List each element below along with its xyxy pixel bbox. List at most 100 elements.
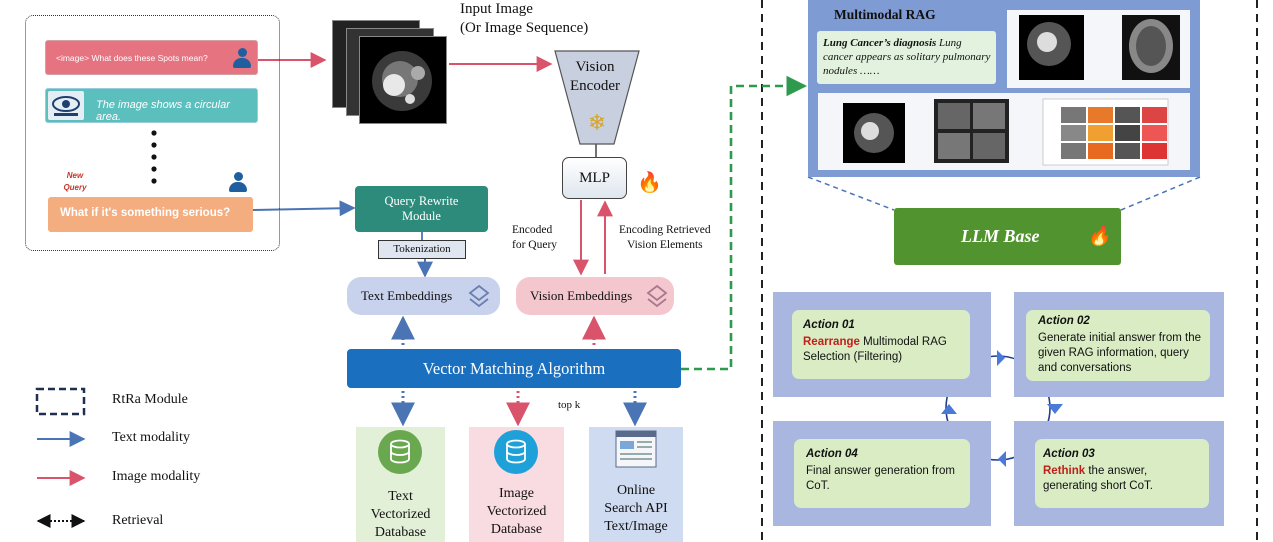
rag-scan-strip (843, 98, 1169, 166)
db1-label: Text Vectorized Database (356, 488, 445, 542)
fire-icon: 🔥 (637, 172, 662, 194)
mlp-label: MLP (579, 170, 610, 186)
action-01-highlight: Rearrange (803, 336, 860, 348)
new-query-bubble: What if it's something serious? (48, 197, 253, 232)
legend-text-label: Text modality (112, 430, 190, 445)
database-icon (378, 430, 422, 474)
rag-image-strip (818, 93, 1190, 170)
encoding-retrieved-line1: Encoding Retrieved (619, 224, 711, 236)
text-embeddings-box: Text Embeddings (347, 277, 500, 315)
text-embeddings-label: Text Embeddings (361, 288, 453, 303)
encoded-for-query-label: Encoded for Query (512, 223, 557, 253)
user-avatar-icon (232, 48, 252, 70)
db2-line3: Database (490, 522, 543, 537)
encoding-retrieved-line2: Vision Elements (627, 239, 703, 251)
rag-text-snippet: Lung Cancer’s diagnosis Lung cancer appe… (817, 31, 996, 84)
legend-retrieval-label: Retrieval (112, 513, 164, 528)
ellipsis-dots-icon (151, 130, 157, 184)
fire-icon-2: 🔥 (1087, 226, 1111, 247)
llm-base-label: LLM Base (961, 226, 1040, 246)
top-k-label: top k (558, 399, 581, 411)
legend-image-label: Image modality (112, 469, 201, 484)
action-04-text: Final answer generation from CoT. (806, 465, 955, 492)
encoded-for-query-line1: Encoded (512, 224, 553, 236)
vision-encoder-label: Vision Encoder (545, 58, 645, 96)
action-03-card: Action 03 Rethink the answer, generating… (1035, 439, 1209, 508)
input-image-label-line2: (Or Image Sequence) (460, 20, 589, 36)
query-rewrite-line2: Module (402, 209, 441, 223)
layers-icon (468, 284, 490, 308)
db3-line3: Text/Image (604, 519, 668, 534)
database-icon-2 (494, 430, 538, 474)
legend-rtra-swatch (35, 387, 86, 416)
conversation-panel (25, 15, 280, 251)
db1-line3: Database (374, 525, 427, 540)
vision-encoder-line2: Encoder (570, 78, 620, 94)
new-query-label: New Query (63, 171, 87, 192)
rag-text-rest: Lung cancer appears as solitary pulmonar… (823, 37, 991, 77)
action-02-title: Action 02 (1038, 315, 1090, 327)
action-03-text: the answer, generating short CoT. (1043, 465, 1153, 492)
mlp-block: MLP (562, 157, 627, 199)
action-03-highlight: Rethink (1043, 465, 1086, 477)
input-image-label-line1: Input Image (460, 1, 533, 17)
image-vectorized-database: Image Vectorized Database (469, 427, 564, 542)
legend-rtra-label: RtRa Module (112, 392, 188, 407)
tokenization-box: Tokenization (378, 240, 466, 259)
rag-text-bold: Lung Cancer’s diagnosis (823, 37, 937, 49)
db3-line2: Search API (604, 501, 668, 516)
action-01-title: Action 01 (803, 319, 855, 331)
rag-scan-thumbnails (1019, 15, 1180, 80)
input-image-label: Input Image (Or Image Sequence) (460, 0, 588, 38)
action-01-card: Action 01 Rearrange Multimodal RAG Selec… (792, 310, 970, 379)
vision-encoder-block: ❄ (554, 50, 640, 145)
db3-label: Online Search API Text/Image (589, 482, 683, 536)
action-02-text: Generate initial answer from the given R… (1038, 332, 1201, 374)
query-to-rewrite-arrow (252, 200, 356, 217)
encoded-for-query-line2: for Query (512, 239, 558, 251)
llm-base-block: LLM Base 🔥 (894, 208, 1121, 265)
mri-slice-front (359, 36, 447, 124)
cycle-arrow-left (941, 404, 957, 414)
vision-embeddings-label: Vision Embeddings (530, 288, 633, 303)
rag-llm-right-edge (1120, 176, 1201, 211)
assistant-message-text: The image shows a circular area. (96, 99, 230, 123)
new-query-text: What if it's something serious? (60, 207, 231, 219)
user-message-bubble: <image> What does these Spots mean? (45, 40, 258, 75)
vma-to-rag-link (681, 75, 808, 371)
encoding-retrieved-label: Encoding Retrieved Vision Elements (619, 223, 711, 253)
cycle-arrow-top (997, 350, 1005, 366)
svg-text:❄: ❄ (588, 110, 606, 135)
vector-matching-label: Vector Matching Algorithm (422, 359, 606, 378)
db1-line2: Vectorized (370, 507, 431, 522)
db1-line1: Text (388, 489, 413, 504)
query-rewrite-module: Query Rewrite Module (355, 186, 488, 232)
rag-llm-left-edge (807, 176, 895, 211)
action-02-card: Action 02 Generate initial answer from t… (1026, 310, 1210, 381)
db2-line1: Image (499, 486, 534, 501)
rag-image-box (1007, 10, 1190, 88)
query-rewrite-line1: Query Rewrite (384, 194, 459, 208)
action-03-title: Action 03 (1043, 448, 1095, 460)
vector-matching-algorithm: Vector Matching Algorithm (347, 349, 681, 388)
cycle-arrow-right (1047, 404, 1063, 414)
action-01-text: Multimodal RAG Selection (Filtering) (803, 336, 947, 363)
vision-encoder-line1: Vision (575, 59, 615, 75)
online-search-api: Online Search API Text/Image (589, 427, 683, 542)
action-04-card: Action 04 Final answer generation from C… (794, 439, 970, 508)
user-avatar-icon-2 (228, 172, 248, 194)
db2-line2: Vectorized (486, 504, 547, 519)
cycle-arrow-bottom (998, 451, 1006, 467)
rag-title: Multimodal RAG (834, 7, 936, 22)
vision-embeddings-box: Vision Embeddings (516, 277, 674, 315)
db3-line1: Online (616, 483, 656, 498)
tokenization-label: Tokenization (393, 243, 451, 255)
action-04-title: Action 04 (806, 448, 858, 460)
text-vectorized-database: Text Vectorized Database (356, 427, 445, 542)
eye-robot-icon (48, 91, 84, 120)
user-message-text: <image> What does these Spots mean? (56, 53, 208, 63)
browser-window-icon (615, 430, 657, 468)
layers-icon-2 (646, 284, 668, 308)
db2-label: Image Vectorized Database (469, 485, 564, 539)
